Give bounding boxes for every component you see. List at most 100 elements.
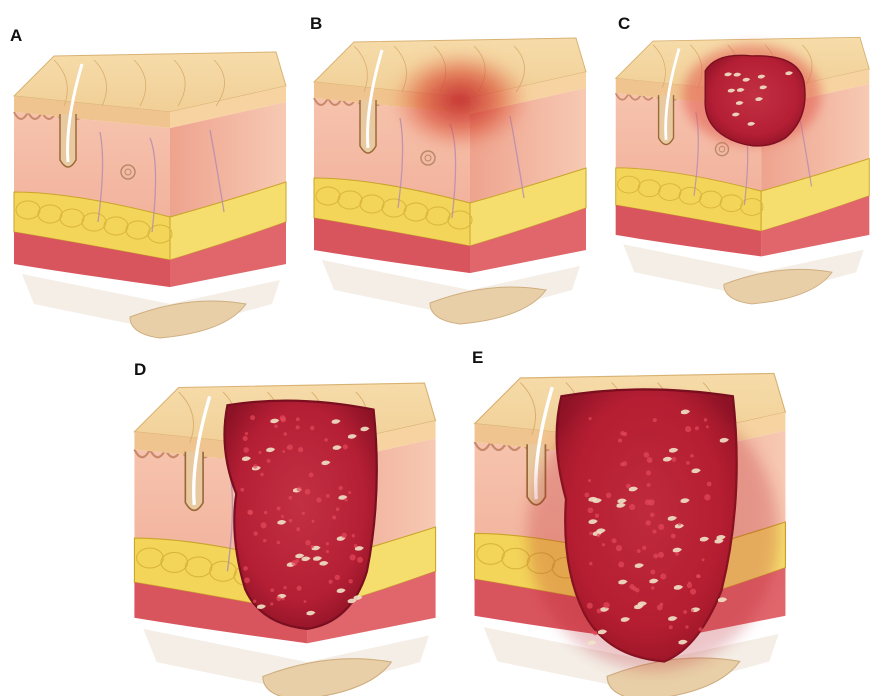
granulation-dot [683, 610, 687, 614]
granulation-dot [706, 425, 709, 428]
granulation-dot [629, 504, 635, 510]
granulation-dot [280, 415, 286, 421]
tissue-necrosis-halo [527, 396, 778, 670]
granulation-dot [304, 600, 307, 603]
granulation-dot [335, 575, 340, 580]
granulation-dot [602, 543, 605, 546]
granulation-dot [264, 511, 267, 514]
granulation-dot [652, 530, 656, 534]
granulation-dot [341, 533, 347, 539]
granulation-dot [250, 415, 255, 420]
granulation-dot [704, 418, 707, 421]
granulation-dot [704, 494, 710, 500]
granulation-dot [690, 588, 696, 594]
granulation-dot [261, 522, 267, 528]
granulation-dot [244, 577, 250, 583]
granulation-dot [298, 447, 303, 452]
granulation-dot [332, 515, 336, 519]
granulation-dot [297, 486, 302, 491]
granulation-dot [282, 598, 285, 601]
granulation-dot [618, 561, 624, 567]
skin-block [314, 38, 586, 324]
granulation-dot [283, 586, 286, 589]
granulation-dot [697, 575, 701, 579]
granulation-dot [311, 545, 314, 548]
granulation-dot [326, 550, 329, 553]
granulation-dot [603, 602, 609, 608]
granulation-dot [585, 493, 590, 498]
granulation-dot [311, 520, 314, 523]
granulation-dot [646, 470, 651, 475]
granulation-dot [669, 625, 673, 629]
granulation-dot [616, 545, 622, 551]
granulation-dot [595, 514, 599, 518]
granulation-dot [644, 452, 650, 458]
granulation-dot [277, 541, 281, 545]
panel-label-b: B [310, 14, 322, 34]
granulation-dot [646, 520, 651, 525]
granulation-dot [651, 586, 655, 590]
granulation-dot [296, 527, 300, 531]
granulation-dot [357, 557, 363, 563]
skin-block [475, 373, 786, 696]
granulation-dot [648, 499, 654, 505]
panel-label-a: A [10, 26, 22, 46]
granulation-dot [348, 491, 351, 494]
granulation-dot [292, 560, 298, 566]
partial-thickness-wound [705, 55, 805, 146]
granulation-dot [626, 484, 631, 489]
granulation-dot [283, 432, 287, 436]
skin-block-illustration-a [10, 42, 290, 342]
granulation-dot [678, 523, 681, 526]
granulation-dot [354, 544, 358, 548]
granulation-dot [629, 584, 634, 589]
panel-label-c: C [618, 14, 630, 34]
granulation-dot [593, 631, 598, 636]
granulation-dot [243, 436, 248, 441]
skin-block [14, 52, 286, 338]
granulation-dot [260, 473, 264, 477]
granulation-dot [288, 496, 292, 500]
granulation-dot [282, 450, 285, 453]
granulation-dot [328, 580, 332, 584]
stage-d-panel: D [130, 358, 440, 682]
erythema-area [390, 50, 530, 150]
stage-c-panel: C [612, 14, 873, 324]
granulation-dot [343, 444, 348, 449]
granulation-dot [688, 582, 691, 585]
granulation-dot [657, 605, 663, 611]
granulation-dot [691, 609, 694, 612]
granulation-dot [326, 494, 330, 498]
granulation-dot [589, 417, 592, 420]
granulation-dot [658, 524, 664, 530]
granulation-dot [707, 482, 712, 487]
granulation-dot [309, 473, 314, 478]
granulation-dot [258, 451, 261, 454]
granulation-dot [642, 546, 646, 550]
skin-block [134, 383, 435, 696]
granulation-dot [245, 432, 248, 435]
granulation-dot [296, 417, 300, 421]
granulation-dot [310, 426, 315, 431]
granulation-dot [658, 552, 664, 558]
skin-block-illustration-c [612, 28, 873, 338]
granulation-dot [606, 493, 611, 498]
granulation-dot [253, 600, 256, 603]
granulation-dot [702, 558, 705, 561]
granulation-dot [296, 425, 300, 429]
granulation-dot [302, 512, 305, 515]
granulation-dot [270, 588, 274, 592]
granulation-dot [635, 588, 639, 592]
granulation-dot [336, 507, 340, 511]
granulation-dot [690, 454, 694, 458]
granulation-dot [671, 534, 676, 539]
granulation-dot [281, 515, 284, 518]
granulation-dot [671, 457, 676, 462]
granulation-dot [243, 566, 248, 571]
granulation-dot [287, 444, 293, 450]
panel-label-d: D [134, 360, 146, 380]
granulation-dot [274, 424, 278, 428]
skin-block [616, 37, 870, 304]
granulation-dot [267, 459, 271, 463]
skin-block-illustration-d [130, 372, 440, 696]
